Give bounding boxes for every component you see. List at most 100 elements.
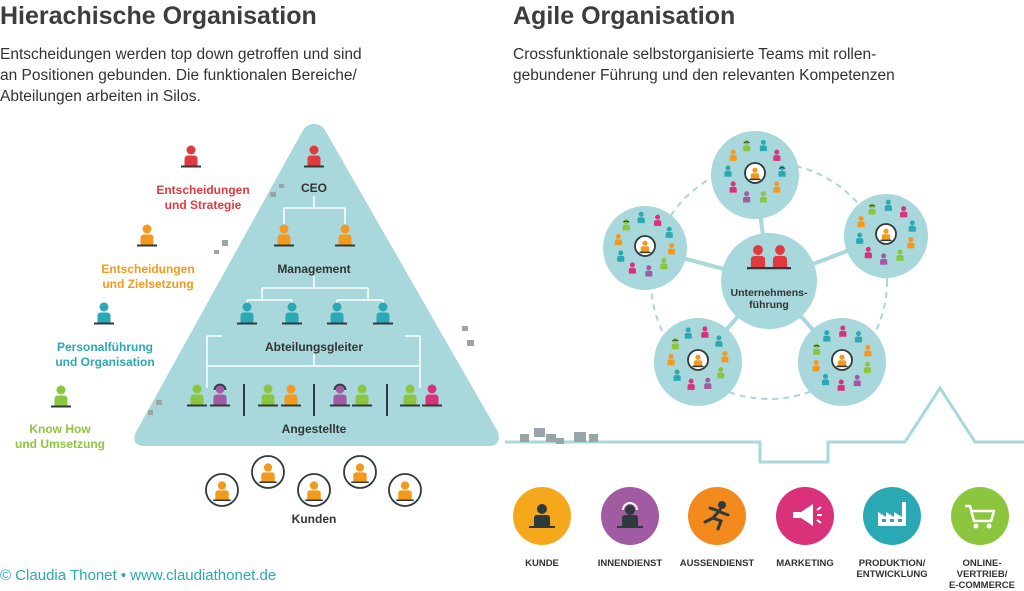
- level-label-line: und Strategie: [164, 198, 242, 212]
- falling-rocks: [148, 184, 598, 444]
- left-title: Hierachische Organisation: [0, 2, 317, 30]
- level-label-line: Entscheidungen: [156, 183, 250, 197]
- people-figures: [51, 139, 916, 507]
- team-member-person: [715, 335, 723, 347]
- angestellte-label: Angestellte: [281, 422, 347, 436]
- team-member-person: [743, 191, 751, 203]
- employee-person: [210, 383, 230, 407]
- team-customer-icon: [634, 235, 656, 257]
- team-member-person: [743, 139, 751, 152]
- department-head-person: [373, 302, 393, 325]
- team-member-person: [673, 369, 681, 381]
- team-member-person: [823, 330, 831, 342]
- level-label-personalfuehrung: Personalführung und Organisation: [30, 340, 180, 370]
- team-member-person: [687, 378, 695, 390]
- team-member-person: [717, 367, 725, 379]
- team-member-person: [724, 165, 732, 177]
- team-member-person: [839, 325, 847, 337]
- leadership-person: [769, 245, 791, 270]
- dept-label-kunde: KUNDE: [502, 558, 582, 569]
- level-label-line: und Organisation: [55, 355, 155, 369]
- team-member-person: [821, 373, 830, 386]
- level-label-strategie: Entscheidungen und Strategie: [128, 183, 278, 213]
- kunden-label: Kunden: [291, 512, 337, 526]
- team-member-person: [701, 326, 709, 338]
- center-label-line-2: führung: [749, 299, 789, 311]
- manager-person: [274, 224, 294, 247]
- department-icons: [513, 487, 1009, 545]
- employee-person: [422, 384, 442, 407]
- team-member-person: [614, 233, 622, 246]
- level-label-line: Personalführung: [56, 340, 153, 354]
- team-member-person: [880, 253, 888, 265]
- team-member-person: [813, 343, 821, 355]
- team-member-person: [628, 262, 636, 274]
- ground-line: [505, 385, 1024, 464]
- team-member-person: [854, 331, 863, 343]
- customer-icon: [251, 455, 285, 489]
- team-member-person: [729, 149, 737, 161]
- team-member-person: [907, 237, 915, 249]
- team-member-person: [667, 354, 675, 366]
- left-desc-line-1: Entscheidungen werden top down getroffen…: [0, 46, 362, 63]
- level-label-line: und Umsetzung: [15, 437, 105, 451]
- runner-icon: [688, 487, 746, 545]
- team-member-person: [864, 344, 872, 357]
- team-member-person: [908, 220, 916, 232]
- right-description: Crossfunktionale selbstorganisierte Team…: [513, 44, 1023, 86]
- team-member-person: [864, 246, 872, 259]
- megaphone-icon: [776, 487, 834, 545]
- right-desc-line-1: Crossfunktionale selbstorganisierte Team…: [513, 46, 877, 63]
- team-customer-icon: [744, 162, 766, 184]
- center-label-line-1: Unternehmens-: [730, 287, 808, 299]
- team-customer-icon: [875, 223, 897, 245]
- team-member-person: [721, 350, 729, 363]
- headset-icon: [601, 487, 659, 545]
- team-member-person: [773, 181, 781, 193]
- level-icon-zielsetzung: [137, 224, 157, 247]
- left-desc-line-2: an Positionen gebunden. Die funktionalen…: [0, 67, 357, 84]
- ceo-label: CEO: [300, 181, 327, 195]
- level-label-line: Entscheidungen: [101, 262, 195, 276]
- team-member-person: [637, 211, 645, 224]
- team-member-person: [759, 139, 767, 152]
- team-member-person: [668, 243, 676, 255]
- team-customer-icon: [831, 349, 853, 371]
- team-member-person: [857, 216, 865, 228]
- level-label-line: Know How: [29, 422, 91, 436]
- team-member-person: [729, 181, 737, 193]
- level-label-zielsetzung: Entscheidungen und Zielsetzung: [73, 262, 223, 292]
- team-member-person: [654, 214, 662, 226]
- team-member-person: [617, 250, 625, 262]
- customer-icon: [297, 473, 331, 507]
- leadership-person: [747, 245, 769, 270]
- dept-label-line: MARKETING: [776, 558, 834, 569]
- employee-person: [187, 384, 207, 407]
- customer-icon: [343, 455, 377, 489]
- level-icon-strategie: [181, 145, 201, 168]
- team-customer-icon: [687, 349, 709, 371]
- team-member-person: [884, 199, 892, 211]
- employee-person: [400, 384, 420, 407]
- dept-label-line: INNENDIENST: [597, 558, 663, 569]
- employee-person: [258, 384, 278, 407]
- management-label: Management: [277, 262, 351, 276]
- manager-person: [335, 224, 355, 247]
- team-member-person: [900, 206, 908, 218]
- abteilungsleiter-label: Abteilungsgleiter: [264, 340, 363, 354]
- right-desc-line-2: gebundener Führung und den relevanten Ko…: [513, 67, 895, 84]
- left-desc-line-3: Abteilungen arbeiten in Silos.: [0, 88, 201, 105]
- dept-label-innendienst: INNENDIENST: [590, 558, 670, 569]
- dept-label-line: AUSSENDIENST: [679, 558, 755, 569]
- department-head-person: [282, 302, 302, 325]
- dept-label-ecommerce: ONLINE-VERTRIEB/E-COMMERCE: [940, 558, 1024, 591]
- customer-icon: [388, 473, 422, 507]
- level-label-knowhow: Know How und Umsetzung: [0, 422, 120, 452]
- team-member-person: [645, 265, 653, 277]
- team-member-person: [660, 257, 668, 270]
- team-member-person: [778, 165, 786, 177]
- team-member-person: [773, 149, 781, 161]
- customer-icon: [205, 473, 239, 507]
- dept-label-line: ENTWICKLUNG: [856, 569, 928, 580]
- level-label-line: und Zielsetzung: [102, 277, 194, 291]
